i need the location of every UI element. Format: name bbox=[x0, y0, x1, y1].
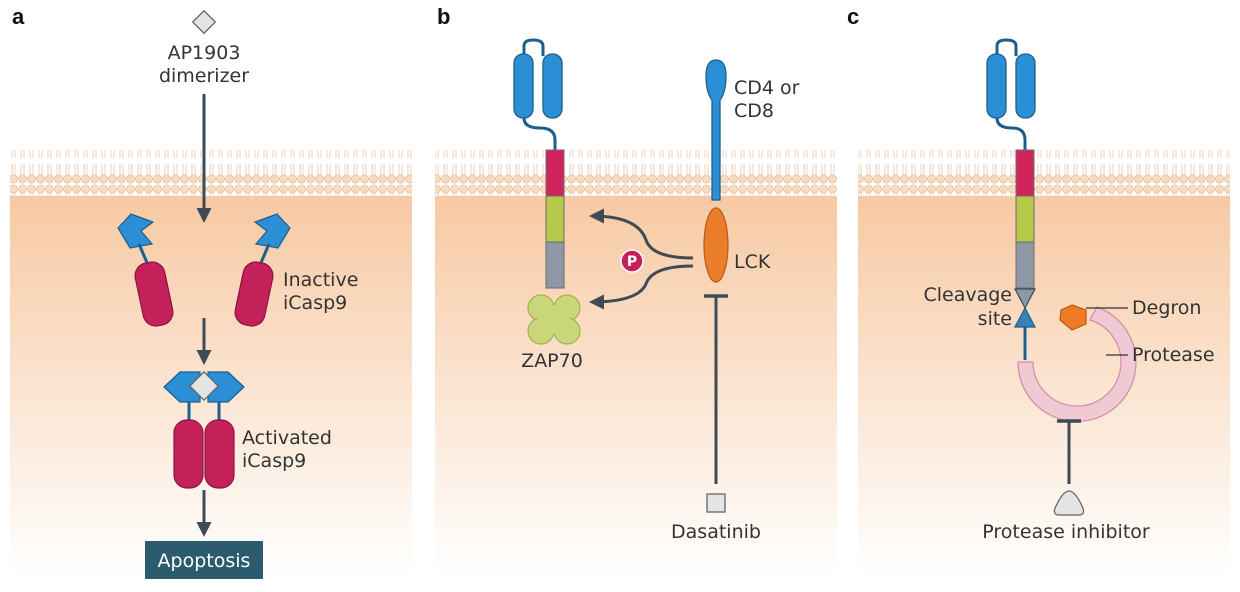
coreceptor-label-1: CD4 or bbox=[734, 77, 800, 99]
hinge-linker-c bbox=[995, 117, 1027, 150]
scfv-domain-c1-icon bbox=[986, 53, 1007, 119]
transmembrane-segment bbox=[545, 149, 565, 197]
degron-label: Degron bbox=[1132, 297, 1201, 319]
zap70-label: ZAP70 bbox=[521, 350, 583, 372]
bound-dimerizer-icon bbox=[188, 370, 220, 402]
fkbp-domain-left-icon bbox=[117, 213, 155, 249]
inactive-label: Inactive bbox=[283, 269, 358, 291]
cleavage-site-top-icon bbox=[1014, 288, 1036, 310]
panel-c-cytoplasm bbox=[858, 196, 1230, 576]
lck-label: LCK bbox=[734, 251, 771, 273]
phosphate-badge bbox=[620, 249, 644, 273]
cleavage-site-label: site bbox=[978, 308, 1012, 330]
coreceptor-icon bbox=[705, 59, 727, 201]
car-receptor-b bbox=[513, 38, 565, 289]
panel-b-membrane bbox=[435, 150, 837, 196]
degron-icon bbox=[1059, 304, 1087, 331]
ap1903-diamond-icon bbox=[191, 9, 217, 35]
dimerizer-label: dimerizer bbox=[159, 65, 249, 87]
inactive-icasp9-label: iCasp9 bbox=[283, 292, 347, 314]
protease-inhibitor-label: Protease inhibitor bbox=[982, 521, 1150, 543]
caspase-left-icon bbox=[134, 261, 174, 327]
caspase-right-icon bbox=[234, 261, 274, 327]
car-receptor-c bbox=[986, 38, 1036, 289]
activated-label: Activated bbox=[242, 427, 332, 449]
apoptosis-box bbox=[145, 541, 263, 579]
dasatinib-icon bbox=[706, 493, 726, 513]
panel-c: c Cleavage site Degron Protease Protease bbox=[847, 4, 1230, 576]
phosphate-label: P bbox=[627, 254, 637, 270]
cd3zeta-segment-c bbox=[1015, 241, 1035, 289]
panel-b-letter: b bbox=[437, 4, 450, 29]
cd3zeta-segment bbox=[545, 241, 565, 289]
dasatinib-label: Dasatinib bbox=[671, 521, 761, 543]
scfv-hinge-loop bbox=[522, 38, 545, 56]
apoptosis-label: Apoptosis bbox=[158, 550, 251, 572]
panel-c-letter: c bbox=[847, 4, 859, 29]
activated-icasp9-label: iCasp9 bbox=[242, 450, 306, 472]
panel-c-membrane bbox=[858, 150, 1230, 196]
scfv-hinge-loop-c bbox=[995, 38, 1018, 56]
panel-b: b ZAP70 P CD4 or bbox=[435, 4, 837, 576]
zap70-complex bbox=[527, 294, 581, 345]
protease-label: Protease bbox=[1132, 344, 1215, 366]
hinge-linker bbox=[522, 117, 557, 150]
caspase-active-right-icon bbox=[204, 419, 235, 489]
transmembrane-segment-c bbox=[1015, 149, 1035, 197]
lck-kinase-icon bbox=[703, 207, 729, 283]
inactive-icasp9-left bbox=[117, 213, 174, 327]
phospho-arrow-up bbox=[589, 208, 694, 260]
protease-inhibitor-icon bbox=[1053, 490, 1085, 516]
costim-segment bbox=[545, 195, 565, 243]
scfv-domain-1-icon bbox=[513, 53, 534, 119]
fkbp-domain-right-icon bbox=[253, 213, 291, 249]
scfv-domain-c2-icon bbox=[1015, 53, 1036, 119]
scfv-domain-2-icon bbox=[542, 53, 563, 119]
caspase-active-left-icon bbox=[173, 419, 204, 489]
panel-a: a AP1903 dimerizer Inactive iCasp9 bbox=[10, 4, 412, 579]
panel-a-letter: a bbox=[12, 4, 25, 29]
cleavage-label: Cleavage bbox=[923, 284, 1012, 306]
coreceptor-label-2: CD8 bbox=[734, 100, 774, 122]
inactive-icasp9-right bbox=[234, 213, 291, 327]
costim-segment-c bbox=[1015, 195, 1035, 243]
activated-icasp9-dimer bbox=[163, 370, 245, 489]
ap1903-label: AP1903 bbox=[168, 42, 241, 64]
panel-a-membrane bbox=[10, 150, 412, 196]
linker-right bbox=[258, 243, 271, 266]
cd4-cd8-coreceptor bbox=[705, 59, 727, 201]
phospho-arrow-down bbox=[589, 264, 694, 310]
linker-left bbox=[137, 243, 150, 266]
